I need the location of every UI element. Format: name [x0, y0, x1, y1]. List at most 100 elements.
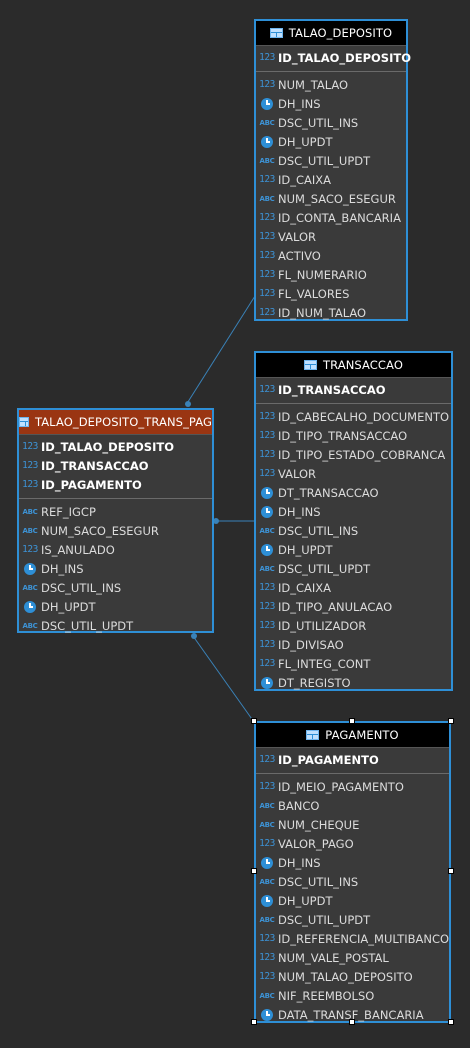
column-name: ID_TALAO_DEPOSITO	[278, 50, 411, 65]
column-name: ID_TALAO_DEPOSITO	[41, 439, 174, 454]
text-type-icon: ABC	[259, 118, 275, 127]
text-type-icon: ABC	[22, 621, 38, 630]
selection-handle[interactable]	[251, 868, 257, 874]
selection-handle[interactable]	[251, 1019, 257, 1025]
relation-endpoint	[213, 518, 219, 524]
column-row[interactable]: DH_UPDT	[256, 132, 406, 151]
selection-handle[interactable]	[349, 718, 355, 724]
clock-icon	[258, 676, 276, 689]
column-row[interactable]: DH_UPDT	[19, 597, 212, 616]
numeric-type-icon: 123	[22, 544, 38, 555]
column-row[interactable]: DT_TRANSACCAO	[256, 483, 451, 502]
column-row[interactable]: DH_UPDT	[256, 891, 449, 910]
selection-handle[interactable]	[448, 868, 454, 874]
text-type-icon: ABC	[22, 526, 38, 535]
column-name: DSC_UTIL_INS	[278, 115, 359, 130]
column-name: DH_INS	[41, 561, 84, 576]
column-name: VALOR	[278, 229, 317, 244]
entity-header[interactable]: TRANSACCAO	[256, 353, 451, 378]
selection-handle[interactable]	[448, 1019, 454, 1025]
column-row[interactable]: DH_UPDT	[256, 540, 451, 559]
numeric-type-icon: 123	[22, 479, 38, 490]
column-row[interactable]: DH_INS	[256, 853, 449, 872]
table-icon	[304, 360, 317, 370]
entity-header[interactable]: TALAO_DEPOSITO_TRANS_PAG	[19, 410, 212, 435]
column-row[interactable]: DH_INS	[256, 502, 451, 521]
selection-handle[interactable]	[251, 718, 257, 724]
column-name: NUM_TALAO	[278, 77, 349, 92]
numeric-type-icon: 123	[259, 269, 275, 280]
column-name: DSC_UTIL_UPDT	[41, 618, 134, 633]
column-name: VALOR_PAGO	[278, 836, 354, 851]
entity-header[interactable]: TALAO_DEPOSITO	[256, 21, 406, 46]
column-row[interactable]: DH_INS	[19, 559, 212, 578]
column-name: ID_NUM_TALAO	[278, 305, 367, 320]
clock-icon	[258, 97, 276, 110]
clock-icon	[21, 562, 39, 575]
numeric-type-icon: 123	[259, 620, 275, 631]
entity-header[interactable]: PAGAMENTO	[256, 723, 449, 748]
column-row[interactable]: DATA_TRANSF_BANCARIA	[256, 1005, 449, 1024]
column-name: ID_PAGAMENTO	[278, 752, 379, 767]
text-type-icon: ABC	[259, 156, 275, 165]
selection-handle[interactable]	[448, 718, 454, 724]
column-name: DSC_UTIL_UPDT	[278, 912, 371, 927]
selection-handle[interactable]	[349, 1019, 355, 1025]
column-row[interactable]: DT_REGISTO	[256, 673, 451, 692]
numeric-type-icon: 123	[259, 781, 275, 792]
column-row[interactable]: DH_INS	[256, 94, 406, 113]
table-icon	[306, 730, 320, 740]
